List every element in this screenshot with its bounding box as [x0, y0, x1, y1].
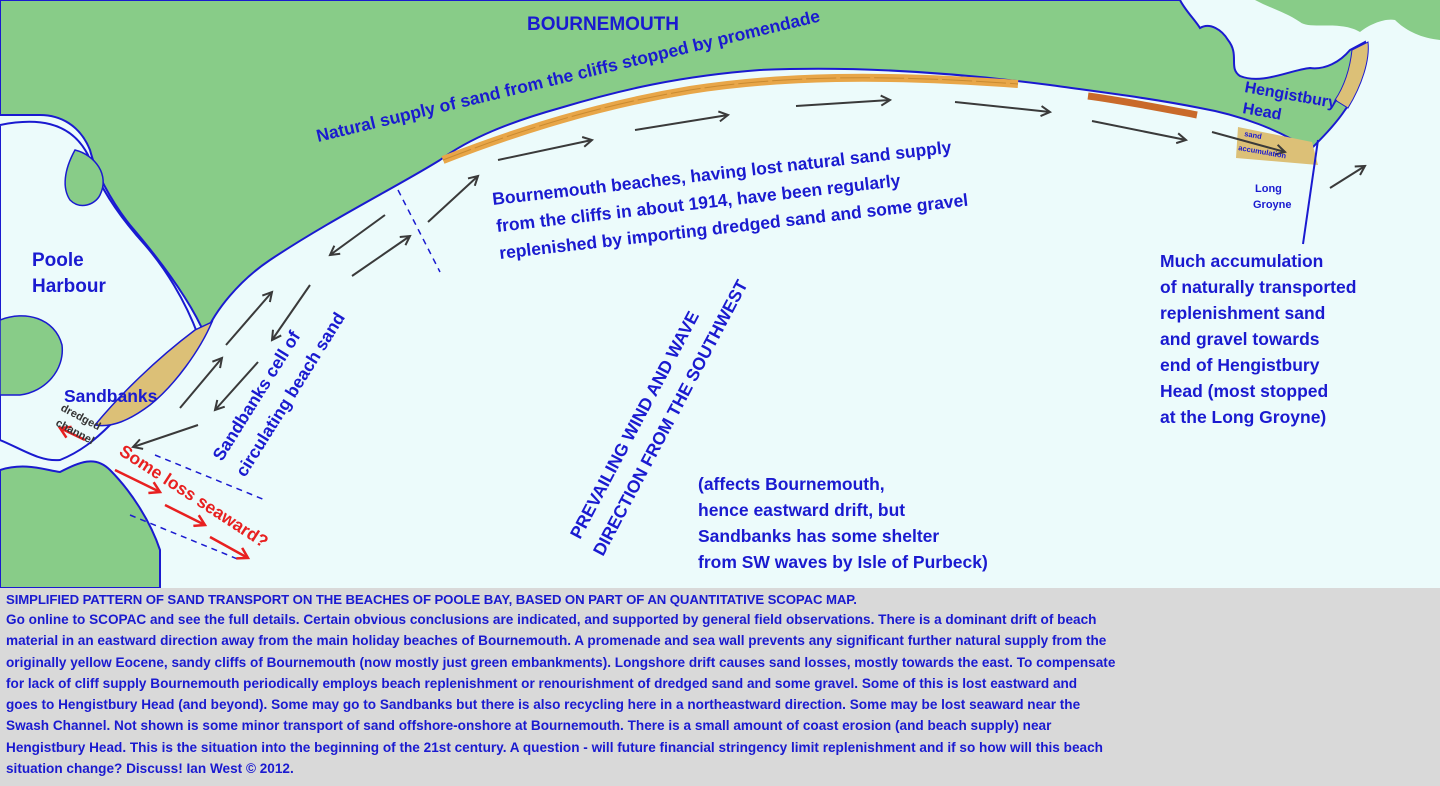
label-affects-3: Sandbanks has some shelter	[698, 526, 939, 546]
label-accum-3: replenishment sand	[1160, 303, 1325, 323]
label-poole-1: Poole	[32, 250, 84, 271]
sandbanks-spit	[93, 320, 214, 427]
caption-line: Go online to SCOPAC and see the full det…	[6, 612, 1097, 627]
beach-strip-inner	[442, 77, 1019, 161]
label-affects-4: from SW waves by Isle of Purbeck)	[698, 552, 988, 572]
channel-edge-dashed-1	[154, 454, 266, 501]
label-long-groyne-2: Groyne	[1253, 199, 1292, 211]
caption-line: Swash Channel. Not shown is some minor t…	[6, 718, 1052, 734]
land-top-right	[1255, 0, 1440, 40]
drift-arrows	[427, 100, 1365, 223]
studland-land	[0, 460, 161, 588]
label-sandbanks: Sandbanks	[64, 386, 158, 406]
label-accum-2: of naturally transported	[1160, 277, 1356, 297]
channel-edge-dashed-2	[129, 514, 241, 561]
caption-panel: SIMPLIFIED PATTERN OF SAND TRANSPORT ON …	[0, 588, 1440, 786]
drift-arrow	[1091, 120, 1186, 140]
circulation-arrow	[215, 361, 259, 410]
label-bournemouth: BOURNEMOUTH	[527, 14, 679, 35]
drift-arrow	[1329, 166, 1365, 189]
loss-arrow	[209, 535, 248, 558]
poole-bay-sand-transport-map: BOURNEMOUTH Natural supply of sand from …	[0, 0, 1440, 588]
drift-arrow	[634, 115, 728, 131]
caption-line: material in an eastward direction away f…	[6, 633, 1107, 649]
circulation-arrows	[133, 214, 410, 447]
label-accum-1: Much accumulation	[1160, 251, 1323, 271]
long-groyne	[1302, 139, 1319, 245]
label-accum-6: Head (most stopped	[1160, 381, 1328, 401]
circulation-arrow	[330, 214, 386, 255]
drift-arrow	[1211, 131, 1285, 152]
circulation-arrow	[351, 236, 410, 277]
drift-arrow	[497, 140, 592, 161]
label-accum-4: and gravel towards	[1160, 329, 1320, 349]
label-accum-7: at the Long Groyne)	[1160, 407, 1326, 427]
drift-arrow	[954, 101, 1050, 112]
circulation-arrow	[272, 284, 311, 340]
label-accum-5: end of Hengistbury	[1160, 355, 1320, 375]
hengistbury-spit	[1334, 41, 1369, 109]
gravel-strip	[1087, 92, 1198, 119]
circulation-arrow	[225, 292, 272, 346]
label-affects-2: hence eastward drift, but	[698, 500, 905, 520]
caption-line: situation change? Discuss! Ian West © 20…	[6, 761, 294, 777]
loss-arrow	[164, 503, 205, 525]
label-hengistbury-2: Head	[1241, 100, 1282, 124]
loss-arrow	[114, 468, 160, 492]
drift-arrow	[795, 100, 890, 107]
harbour-inlet	[64, 149, 104, 207]
drift-arrow	[427, 176, 478, 223]
label-long-groyne-1: Long	[1255, 183, 1282, 195]
label-poole-2: Harbour	[32, 276, 107, 297]
cell-boundary-dashed	[397, 189, 441, 273]
label-sand-small-1: sand	[1244, 129, 1263, 141]
circulation-arrow	[133, 424, 199, 447]
loss-arrow	[60, 428, 86, 442]
caption-line: Hengistbury Head. This is the situation …	[6, 739, 1103, 755]
label-affects-1: (affects Bournemouth,	[698, 474, 885, 494]
caption-line: originally yellow Eocene, sandy cliffs o…	[6, 654, 1116, 670]
loss-arrows	[60, 428, 248, 558]
brownsea-area-land	[0, 315, 63, 396]
circulation-arrow	[179, 358, 222, 409]
caption-line: for lack of cliff supply Bournemouth per…	[6, 675, 1078, 691]
caption-line: goes to Hengistbury Head (and beyond). S…	[6, 697, 1081, 713]
mainland-bournemouth	[0, 0, 1367, 338]
caption-heading: SIMPLIFIED PATTERN OF SAND TRANSPORT ON …	[6, 592, 857, 607]
